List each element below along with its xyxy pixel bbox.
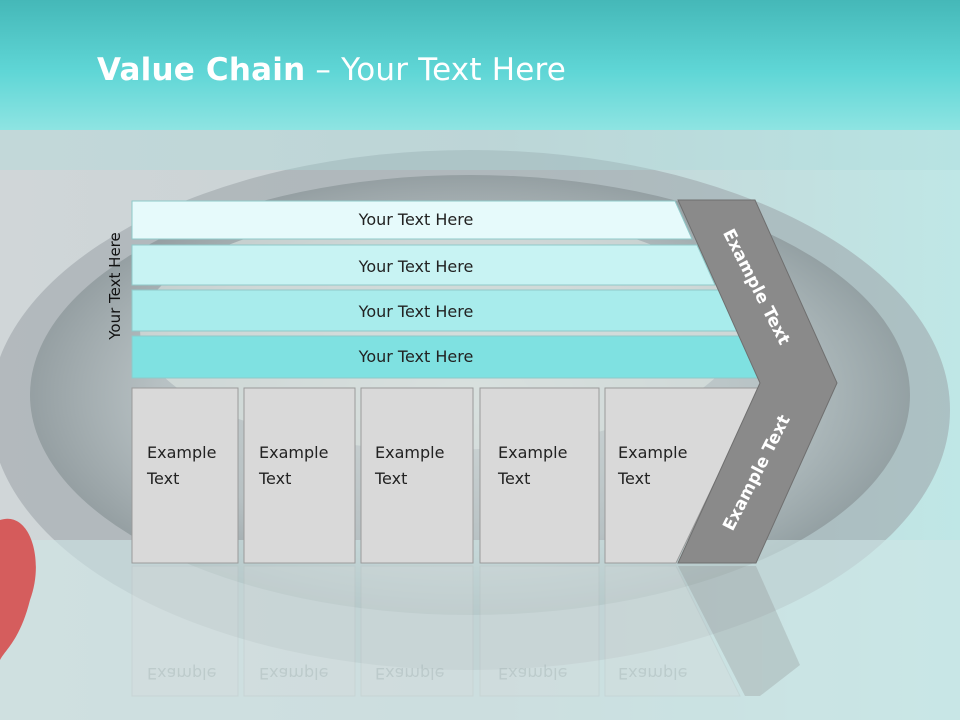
reflection-chevron (678, 566, 800, 696)
primary-box-2-line1: Example (259, 443, 328, 462)
reflection-box-4 (479, 565, 600, 697)
primary-box-2-line2: Text (258, 469, 291, 488)
support-bar-2-shape (131, 244, 716, 286)
support-bar-3-label: Your Text Here (358, 302, 474, 321)
primary-box-2: Example Text (243, 387, 356, 564)
margin-chevron-shape (677, 199, 838, 564)
reflection-box-5 (604, 565, 741, 697)
reflection-box-1-text: Example (147, 664, 216, 683)
primary-box-4: Example Text (479, 387, 600, 564)
support-bar-2: Your Text Here (131, 244, 716, 286)
support-bar-1-label: Your Text Here (358, 210, 474, 229)
primary-box-5-line2: Text (617, 469, 650, 488)
primary-box-3: Example Text (360, 387, 474, 564)
slide-title-bold: Value Chain (97, 52, 306, 88)
primary-box-5-line1: Example (618, 443, 687, 462)
primary-box-1-line1: Example (147, 443, 216, 462)
support-bar-3: Your Text Here (131, 289, 739, 332)
primary-box-1-line2: Text (146, 469, 179, 488)
reflection-box-4-text: Example (498, 664, 567, 683)
reflection-box-3-text: Example (375, 664, 444, 683)
support-bar-2-label: Your Text Here (358, 257, 474, 276)
primary-box-4-line2: Text (497, 469, 530, 488)
slide-title-rest: – Your Text Here (305, 52, 567, 88)
reflection-text: Example Example Example Example Example (147, 664, 687, 683)
reflection-box-2-text: Example (259, 664, 328, 683)
support-bar-1: Your Text Here (131, 200, 693, 240)
support-bar-4-label: Your Text Here (358, 347, 474, 366)
primary-box-3-line2: Text (374, 469, 407, 488)
primary-box-5: Example Text (604, 387, 761, 564)
reflection-box-1 (131, 565, 239, 697)
primary-box-3-line1: Example (375, 443, 444, 462)
primary-box-1-shape (131, 387, 239, 564)
primary-box-2-shape (243, 387, 356, 564)
support-bar-4: Your Text Here (131, 335, 763, 379)
support-bar-1-shape (131, 200, 693, 240)
primary-box-4-line1: Example (498, 443, 567, 462)
diagram-reflection (131, 565, 800, 697)
primary-box-4-shape (479, 387, 600, 564)
primary-box-1: Example Text (131, 387, 239, 564)
reflection-box-5-text: Example (618, 664, 687, 683)
primary-box-3-shape (360, 387, 474, 564)
reflection-box-2 (243, 565, 356, 697)
reflection-box-3 (360, 565, 474, 697)
slide-title: Value Chain – Your Text Here (97, 52, 566, 88)
primary-box-5-shape (604, 387, 761, 564)
